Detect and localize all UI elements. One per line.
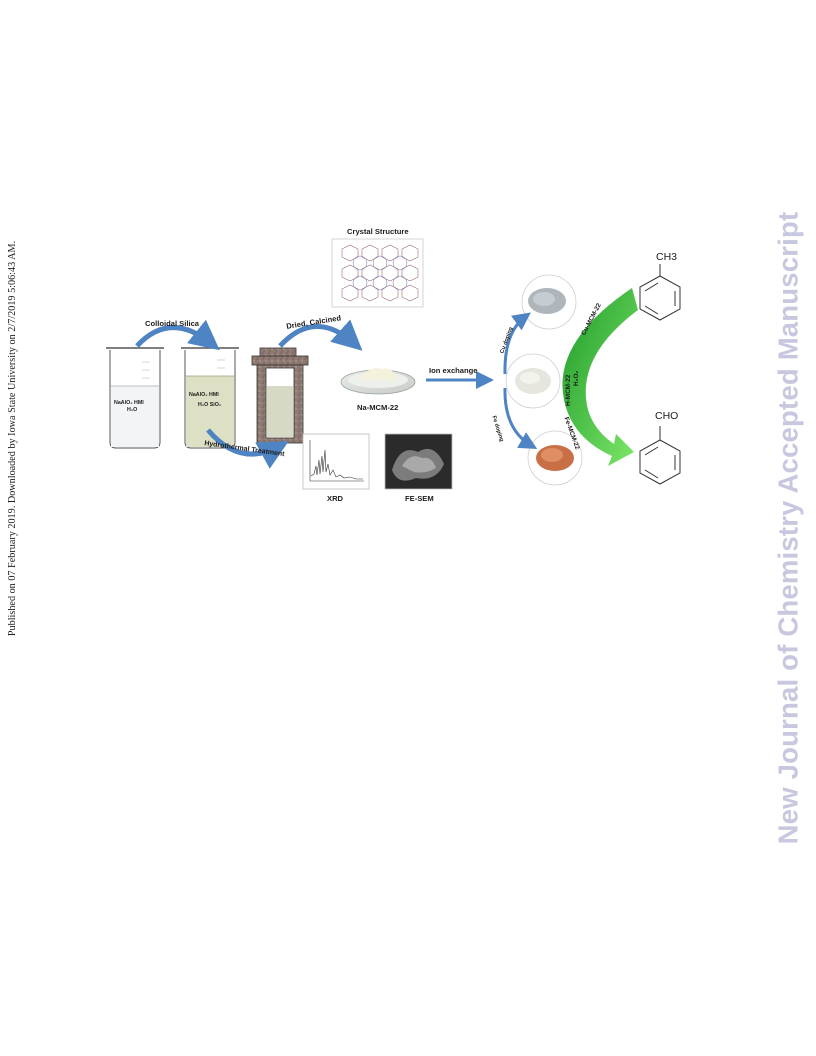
download-notice-text: Published on 07 February 2019. Downloade… (7, 240, 19, 636)
beaker-1-reagents-2: H₂O (127, 407, 137, 413)
fe-doping-label: Fe doping (490, 415, 504, 443)
crystal-structure-panel: Crystal Structure (331, 227, 424, 308)
arrow-ion-exchange-label: Ion exchange (429, 366, 478, 375)
beaker-2-reagents-2: H₂O SiO₂ (198, 402, 222, 408)
crystal-structure-title: Crystal Structure (347, 227, 409, 236)
fe-sem-label: FE-SEM (405, 494, 434, 503)
xrd-label: XRD (327, 494, 344, 503)
beaker-1: NaAlO₂ HMI H₂O (106, 347, 164, 449)
na-mcm-22-label: Na-MCM-22 (357, 403, 398, 412)
journal-watermark: New Journal of Chemistry Accepted Manusc… (770, 175, 806, 880)
graphical-abstract: NaAlO₂ HMI H₂O NaAlO₂ HMI H₂O SiO₂ Collo… (106, 227, 681, 503)
xrd-panel: XRD (302, 433, 370, 503)
toluene-structure: CH3 (639, 251, 681, 321)
arrow-ion-exchange: Ion exchange (426, 366, 494, 389)
ch3-label: CH3 (656, 251, 677, 263)
fe-sem-panel: FE-SEM (384, 433, 453, 503)
beaker-1-reagents-1: NaAlO₂ HMI (114, 400, 144, 406)
h-mcm-22-disc (505, 353, 561, 409)
arrow-colloidal-silica: Colloidal Silica (135, 319, 220, 351)
h2o2-label: H₂O₂ (573, 371, 580, 386)
fe-mcm-22-disc (527, 430, 583, 486)
arrow-colloidal-silica-label: Colloidal Silica (145, 319, 200, 328)
arrow-dried-calcined: Dried, Calcined (278, 313, 363, 351)
cu-mcm-22-disc (521, 274, 577, 330)
autoclave (251, 347, 309, 444)
journal-watermark-text: New Journal of Chemistry Accepted Manusc… (772, 211, 803, 844)
h-mcm-22-label: H-MCM-22 (565, 374, 572, 406)
beaker-2: NaAlO₂ HMI H₂O SiO₂ (181, 347, 239, 449)
benzaldehyde-structure: CHO (639, 410, 681, 485)
green-oxidation-arrow: Cu-MCM-22 H-MCM-22 H₂O₂ Fe-MCM-22 (562, 288, 638, 466)
download-notice: Published on 07 February 2019. Downloade… (4, 228, 22, 648)
na-mcm-22-powder: Na-MCM-22 (340, 368, 416, 412)
beaker-2-reagents-1: NaAlO₂ HMI (189, 392, 219, 398)
cho-label: CHO (655, 410, 678, 422)
